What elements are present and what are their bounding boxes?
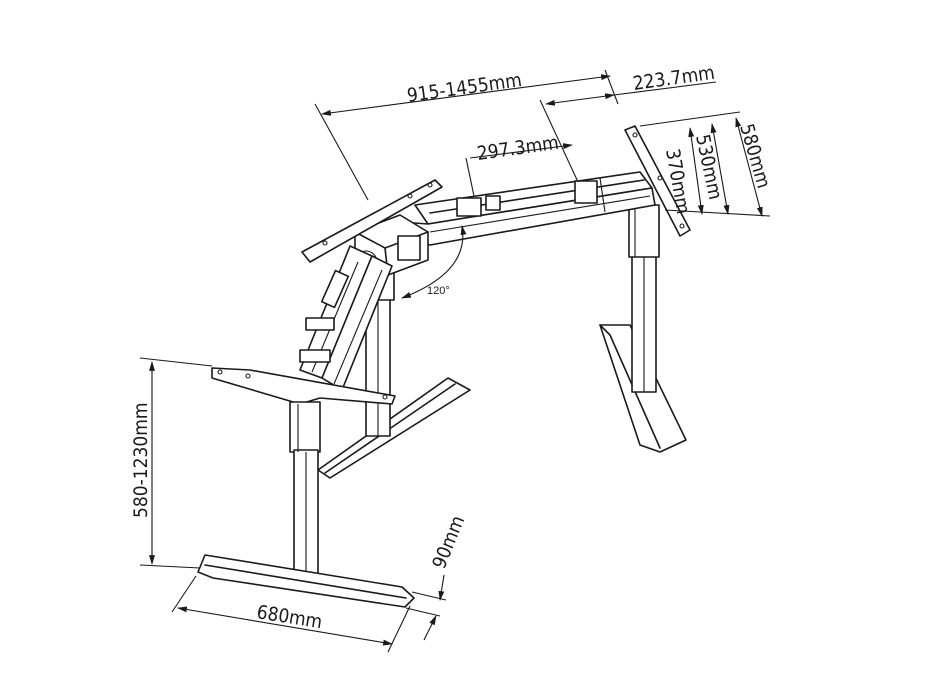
corner-mounting-plate [301,179,443,263]
side-offset-label: 297.3mm [476,132,560,165]
plate-outer-label: 580mm [735,121,774,190]
left-leg [197,367,415,608]
dimension-plate: 370mm 530mm 580mm [639,111,775,217]
right-leg [599,204,687,453]
dimension-height: 580-1230mm [130,357,213,569]
beam-offset-label: 223.7mm [632,62,716,95]
corner-angle-label: 120° [427,285,450,297]
foot-width-label: 90mm [428,513,469,572]
beam-length-label: 915-1455mm [406,69,524,107]
dimension-beam-length: 915-1455mm [314,69,619,201]
left-beam [299,245,393,391]
dimension-beam-offset: 223.7mm [539,62,716,183]
plate-mid-label: 530mm [691,132,726,201]
right-mounting-plate [624,125,691,237]
height-range-label: 580-1230mm [130,402,152,518]
dimension-angle: 120° [401,225,467,299]
foot-length-label: 680mm [255,601,324,633]
dimension-foot-width: 90mm [405,513,469,641]
